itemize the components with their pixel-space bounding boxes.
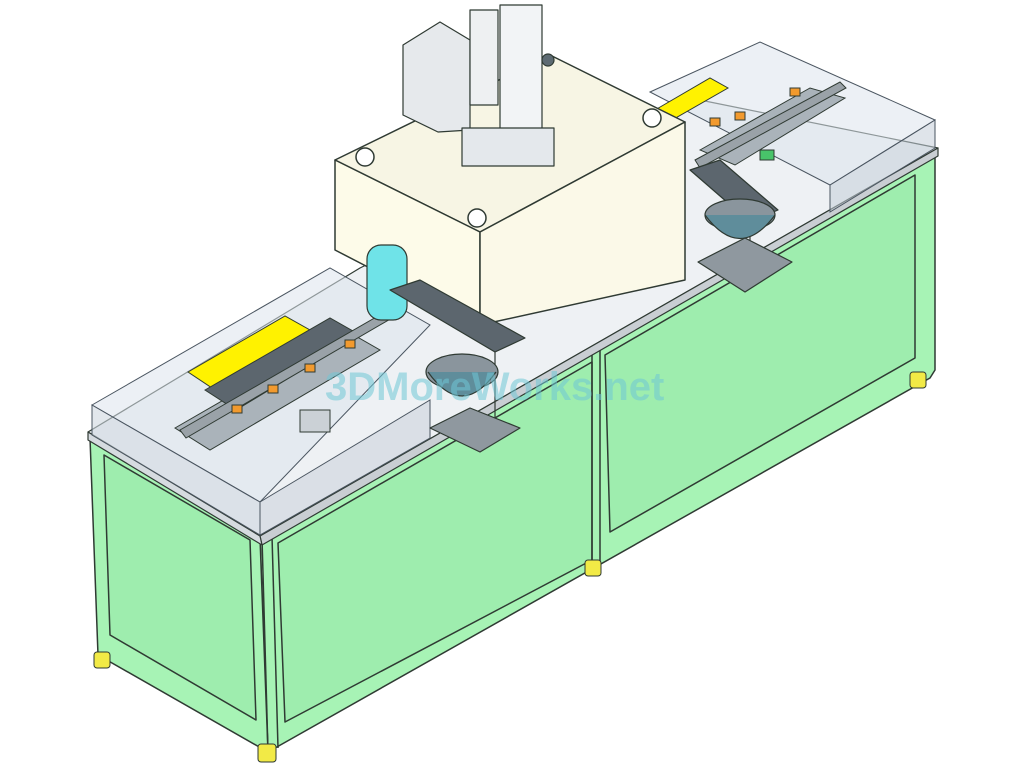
right-bowl xyxy=(704,214,776,239)
right-orange-part-2 xyxy=(734,111,746,121)
foot-4 xyxy=(909,371,927,389)
right-glass-front xyxy=(829,119,936,213)
housing-gland-3 xyxy=(642,108,662,128)
cylinder-mount xyxy=(461,127,555,167)
base-frame xyxy=(89,149,936,753)
fitting-1 xyxy=(541,53,555,67)
right-fixture xyxy=(654,77,847,169)
left-arm xyxy=(389,279,526,353)
right-feeder xyxy=(689,159,793,293)
left-bowl xyxy=(427,371,497,397)
left-orange-part-4 xyxy=(344,339,356,349)
left-orange-part-3 xyxy=(304,363,316,373)
frame-post-front xyxy=(261,537,269,753)
top-actuators xyxy=(402,4,555,167)
left-guard-block xyxy=(299,409,331,433)
levelling-feet xyxy=(93,371,927,763)
housing-gland-2 xyxy=(467,208,487,228)
foot-1 xyxy=(93,651,111,669)
right-rail xyxy=(694,81,847,169)
control-box xyxy=(402,21,471,133)
cylinder-left xyxy=(469,9,499,106)
frame-post-front-2 xyxy=(271,535,279,749)
cylinder-right xyxy=(499,4,543,146)
right-orange-part-1 xyxy=(709,117,721,127)
frame-panel-left xyxy=(103,454,257,721)
foot-3 xyxy=(584,559,602,577)
foot-2 xyxy=(257,743,277,763)
right-green-part xyxy=(759,149,775,161)
left-orange-part-2 xyxy=(267,384,279,394)
left-bowl-base xyxy=(429,407,521,453)
left-orange-part-1 xyxy=(231,404,243,414)
left-feeder xyxy=(366,244,526,453)
left-fixture xyxy=(174,311,393,451)
watermark-text: 3DMoreWorks.net xyxy=(325,365,664,409)
housing-side xyxy=(479,121,686,326)
frame-panel-right-2 xyxy=(604,174,916,533)
housing-gland-1 xyxy=(355,147,375,167)
right-orange-part-3 xyxy=(789,87,801,97)
left-cyan-motor xyxy=(366,244,408,321)
left-glass-side xyxy=(259,399,431,536)
right-bowl-base xyxy=(697,237,793,293)
